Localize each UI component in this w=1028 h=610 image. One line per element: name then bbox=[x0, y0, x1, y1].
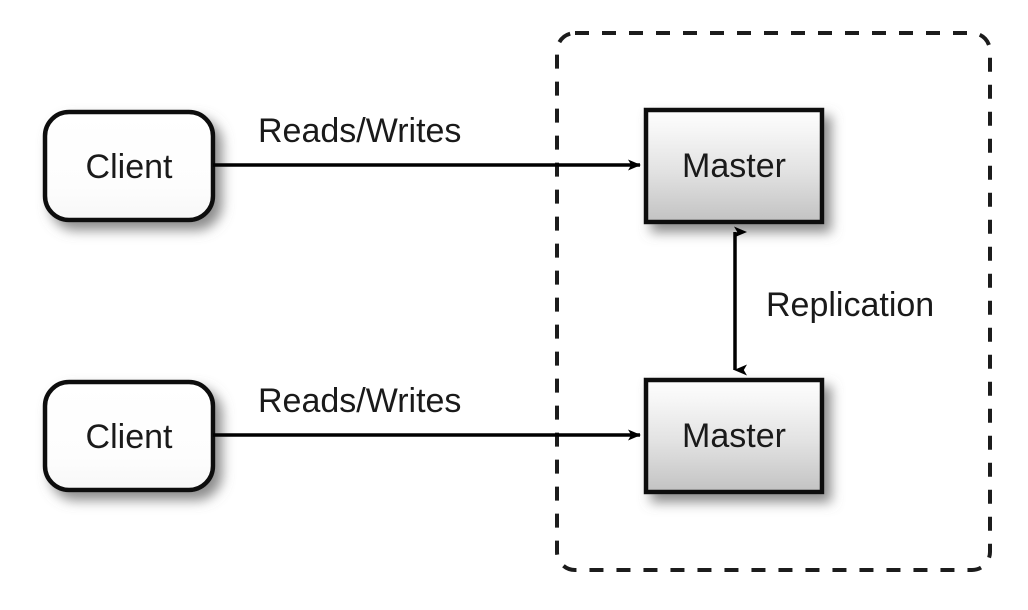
client-node-top-label: Client bbox=[86, 148, 173, 186]
master-node-bottom-label: Master bbox=[682, 417, 786, 455]
master-node-bottom[interactable]: Master bbox=[643, 377, 825, 495]
master-node-bottom-shape bbox=[643, 377, 825, 495]
master-node-top-label: Master bbox=[682, 147, 786, 185]
edge-replication: Replication bbox=[733, 226, 934, 376]
replication-cluster-boundary bbox=[555, 31, 992, 572]
client-node-bottom[interactable]: Client bbox=[42, 379, 216, 493]
client-node-top[interactable]: Client bbox=[42, 109, 216, 223]
client-node-bottom-label: Client bbox=[86, 418, 173, 456]
edge-reads-writes-top-label: Reads/Writes bbox=[258, 112, 461, 150]
master-node-top-shape bbox=[643, 107, 825, 225]
edge-reads-writes-bottom-label: Reads/Writes bbox=[258, 382, 461, 420]
edge-replication-label: Replication bbox=[766, 286, 934, 324]
edge-reads-writes-top: Reads/Writes bbox=[213, 112, 641, 171]
master-node-top[interactable]: Master bbox=[643, 107, 825, 225]
edge-reads-writes-bottom: Reads/Writes bbox=[213, 382, 641, 441]
